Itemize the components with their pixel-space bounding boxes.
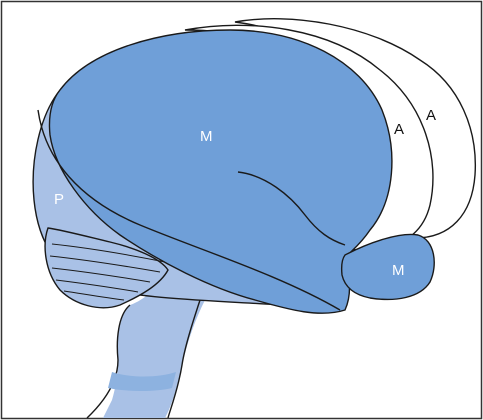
label-medial-main: M (200, 128, 213, 145)
label-medial-small: M (392, 262, 405, 279)
label-posterior: P (54, 191, 64, 208)
label-anterior-outer: A (426, 107, 436, 124)
label-anterior-inner: A (394, 121, 404, 138)
